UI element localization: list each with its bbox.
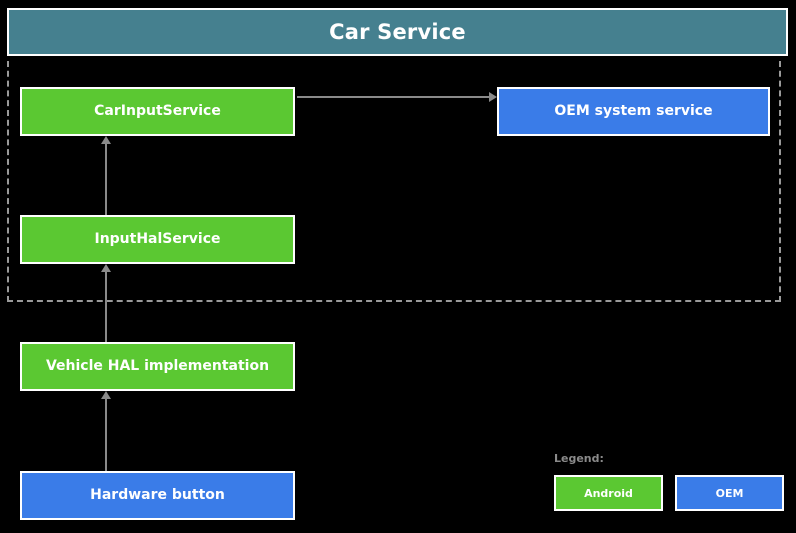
- legend-item-oem: OEM: [675, 475, 784, 511]
- page-title: Car Service: [329, 20, 466, 44]
- arrow-head-right-icon: [489, 92, 497, 102]
- node-car-input-service[interactable]: CarInputService: [20, 87, 295, 136]
- node-label: InputHalService: [94, 231, 221, 248]
- arrow-hardware-button-to-vehicle-hal: [105, 397, 107, 471]
- legend-item-label: OEM: [715, 486, 744, 500]
- node-label: Hardware button: [90, 487, 225, 504]
- arrow-head-up-icon: [101, 264, 111, 272]
- node-vehicle-hal-implementation[interactable]: Vehicle HAL implementation: [20, 342, 295, 391]
- arrow-car-input-service-to-oem-system-service: [297, 96, 489, 98]
- node-label: OEM system service: [554, 103, 713, 120]
- node-label: CarInputService: [94, 103, 221, 120]
- node-label: Vehicle HAL implementation: [45, 358, 270, 375]
- arrow-input-hal-service-to-car-input-service: [105, 142, 107, 215]
- node-oem-system-service[interactable]: OEM system service: [497, 87, 770, 136]
- node-hardware-button[interactable]: Hardware button: [20, 471, 295, 520]
- legend-item-label: Android: [584, 486, 633, 500]
- legend-title: Legend:: [554, 452, 604, 465]
- legend-items: Android OEM: [554, 475, 784, 511]
- arrow-vehicle-hal-to-input-hal-service: [105, 270, 107, 342]
- arrow-head-up-icon: [101, 391, 111, 399]
- arrow-head-up-icon: [101, 136, 111, 144]
- legend: Legend: Android OEM: [554, 452, 784, 511]
- car-service-header: Car Service: [7, 8, 788, 56]
- node-input-hal-service[interactable]: InputHalService: [20, 215, 295, 264]
- legend-item-android: Android: [554, 475, 663, 511]
- car-service-boundary: [7, 61, 781, 302]
